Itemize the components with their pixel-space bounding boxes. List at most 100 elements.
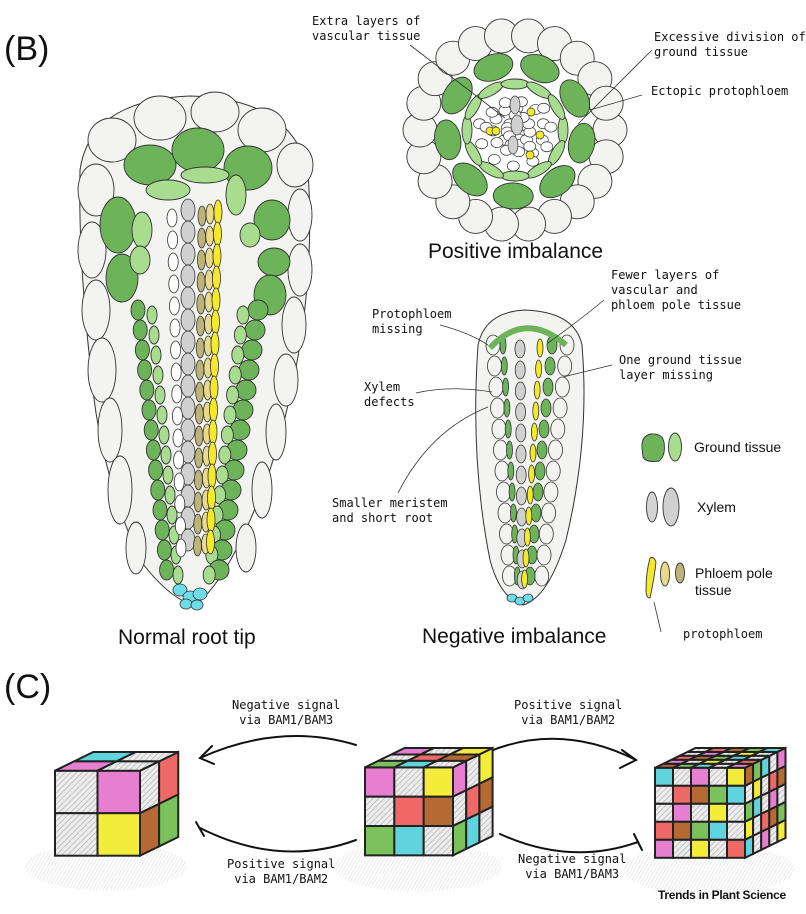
phloem-cell bbox=[194, 447, 204, 469]
phloem-cell bbox=[195, 359, 205, 381]
protophloem-cell bbox=[521, 569, 528, 589]
protophloem-cell bbox=[211, 309, 220, 335]
epidermis-cell bbox=[265, 403, 287, 461]
ground-tissue-cell bbox=[244, 319, 266, 341]
ground-tissue-cell bbox=[162, 465, 174, 485]
ground-tissue-cell bbox=[540, 398, 552, 418]
cube-facelet bbox=[708, 784, 728, 805]
vascular-cell bbox=[475, 138, 489, 150]
cube-facelet bbox=[708, 766, 728, 787]
epidermis-cell bbox=[545, 460, 561, 482]
ground-tissue-cell bbox=[159, 559, 175, 581]
ground-tissue-cell bbox=[152, 365, 164, 385]
epidermis-cell bbox=[77, 163, 115, 217]
protophloem-cell bbox=[210, 331, 220, 357]
annotation-extra-vascular-layers: Extra layers of vascular tissue bbox=[312, 14, 421, 43]
cube-facelet bbox=[97, 760, 160, 772]
ground-tissue-cell bbox=[220, 425, 234, 445]
epidermis-cell bbox=[281, 296, 307, 354]
cube-facelet bbox=[744, 834, 755, 860]
phloem-mid-icon bbox=[660, 561, 670, 587]
xylem-cell bbox=[180, 264, 196, 288]
phloem-cell bbox=[196, 293, 206, 315]
ground-tissue-cell bbox=[228, 365, 242, 385]
ground-tissue-cell bbox=[105, 253, 139, 303]
annotation-excessive-ground-division: Excessive division of ground tissue bbox=[654, 30, 806, 59]
phloem-cell bbox=[193, 469, 203, 491]
ground-tissue-cell bbox=[132, 319, 148, 341]
xylem-cell bbox=[507, 135, 519, 155]
annotation-ground-layer-missing: One ground tissue layer missing bbox=[619, 353, 742, 382]
protophloem-cell bbox=[524, 527, 531, 547]
cube-facelet bbox=[158, 792, 180, 848]
ground-tissue-cell bbox=[530, 503, 542, 523]
xylem-cell bbox=[515, 423, 527, 443]
ground-tissue-cell bbox=[492, 182, 534, 210]
protophloem-cell bbox=[208, 419, 218, 445]
vascular-cell bbox=[498, 97, 512, 109]
phloem-cell bbox=[194, 403, 204, 425]
epidermis-cell bbox=[543, 481, 559, 503]
xylem-cell bbox=[180, 374, 196, 398]
ground-tissue-cell bbox=[504, 419, 512, 439]
protophloem-cell bbox=[209, 375, 219, 401]
protophloem-cell bbox=[212, 243, 222, 269]
ground-tissue-cell bbox=[500, 170, 530, 182]
epidermis-cell bbox=[491, 418, 507, 440]
pericycle-cell bbox=[174, 516, 186, 536]
cube-facelet bbox=[708, 820, 728, 841]
annotation-smaller-meristem: Smaller meristem and short root bbox=[332, 496, 448, 525]
epidermis-cell bbox=[77, 221, 107, 279]
signal-positive-bam1-bam2-bottom: Positive signal via BAM1/BAM2 bbox=[227, 857, 336, 886]
ground-tissue-cell bbox=[253, 199, 291, 241]
ground-tissue-cell bbox=[478, 81, 504, 99]
cube-facelet bbox=[422, 825, 454, 857]
negative-imbalance-root-diagram bbox=[475, 309, 585, 606]
phloem-cell bbox=[197, 227, 207, 249]
epidermis-cell bbox=[237, 107, 287, 153]
xylem-cell bbox=[180, 330, 196, 354]
pericycle-cell bbox=[167, 252, 179, 272]
journal-credit: Trends in Plant Science bbox=[658, 888, 786, 902]
ground-tissue-cell bbox=[520, 53, 560, 84]
epidermis-cell bbox=[497, 502, 513, 524]
protophloem-cell bbox=[208, 441, 217, 467]
epidermis-cell bbox=[588, 85, 624, 121]
ground-tissue-cell bbox=[166, 505, 178, 525]
xylem-cell bbox=[180, 308, 196, 332]
vascular-cell bbox=[537, 102, 551, 114]
annotation-xylem-defects: Xylem defects bbox=[364, 380, 415, 409]
signal-negative-bam1-bam3-top: Negative signal via BAM1/BAM3 bbox=[232, 698, 341, 727]
cube-facelet bbox=[708, 802, 728, 823]
protophloem-cell bbox=[206, 507, 216, 533]
epidermis-cell bbox=[534, 565, 550, 587]
xylem-large-icon bbox=[662, 487, 680, 527]
ground-tissue-cell bbox=[156, 405, 168, 425]
xylem-cell bbox=[515, 402, 526, 422]
ground-tissue-cell bbox=[154, 385, 166, 405]
epidermis-cell bbox=[87, 337, 117, 403]
ground-tissue-cell bbox=[137, 359, 153, 381]
annotation-fewer-vascular-layers: Fewer layers of vascular and phloem pole… bbox=[611, 268, 742, 312]
stem-cell bbox=[522, 593, 534, 603]
ground-tissue-cell bbox=[160, 445, 172, 465]
ground-tissue-cell bbox=[129, 245, 151, 275]
ground-tissue-cell bbox=[441, 76, 473, 115]
inhibit-positive-small bbox=[199, 827, 357, 853]
protophloem-cell bbox=[213, 221, 222, 247]
protophloem-cell bbox=[532, 401, 540, 421]
ground-tissue-cell bbox=[218, 445, 232, 465]
vascular-cell bbox=[487, 154, 501, 165]
phloem-cell bbox=[194, 425, 204, 447]
protophloem-cell bbox=[536, 338, 544, 358]
ground-tissue-cell bbox=[247, 299, 269, 321]
pericycle-cell bbox=[166, 208, 178, 228]
phloem-cell bbox=[204, 247, 214, 269]
ground-tissue-cell bbox=[567, 122, 596, 164]
annotation-ectopic-protophloem: Ectopic protophloem bbox=[651, 84, 789, 98]
epidermis-cell bbox=[487, 355, 502, 377]
cube-facelet bbox=[393, 825, 425, 857]
cube-facelet bbox=[393, 795, 425, 828]
cube-facelet bbox=[726, 784, 746, 805]
positive-imbalance-cross-section bbox=[402, 18, 628, 242]
